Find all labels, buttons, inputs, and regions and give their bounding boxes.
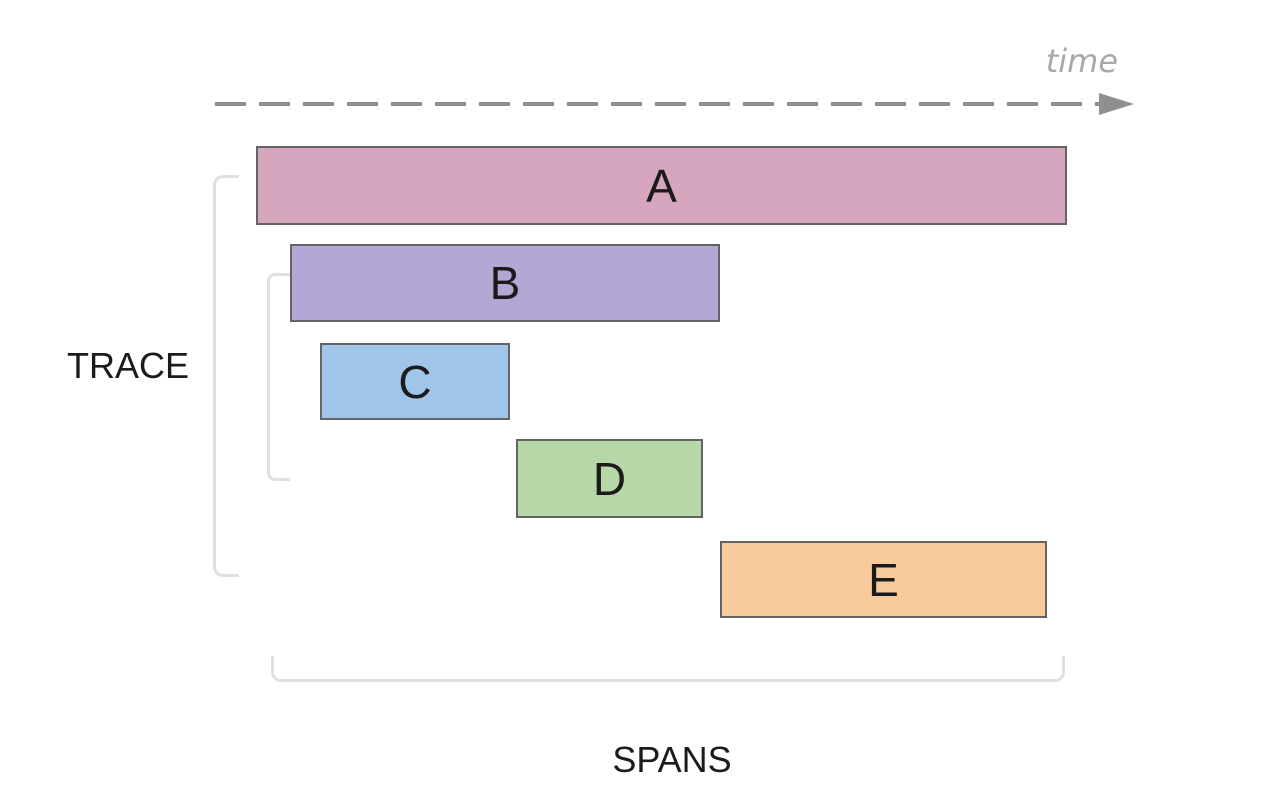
spans-bracket bbox=[271, 656, 1065, 682]
span-label-a: A bbox=[646, 159, 677, 212]
time-axis-label: time bbox=[1045, 42, 1118, 80]
arrowhead-icon bbox=[1099, 93, 1134, 115]
span-bar-c: C bbox=[320, 343, 510, 420]
child-spans-bracket bbox=[267, 273, 290, 481]
span-label-b: B bbox=[489, 257, 521, 309]
trace-bracket bbox=[213, 175, 239, 577]
span-bar-b: B bbox=[290, 244, 720, 322]
span-label-d: D bbox=[592, 452, 627, 505]
spans-label: SPANS bbox=[612, 739, 732, 780]
span-bar-a: A bbox=[256, 146, 1067, 225]
span-bar-d: D bbox=[516, 439, 703, 518]
span-bar-e: E bbox=[720, 541, 1047, 618]
time-axis-arrow bbox=[215, 93, 1134, 115]
span-label-c: C bbox=[398, 355, 432, 408]
trace-label: TRACE bbox=[66, 345, 189, 386]
span-label-e: E bbox=[868, 553, 899, 606]
